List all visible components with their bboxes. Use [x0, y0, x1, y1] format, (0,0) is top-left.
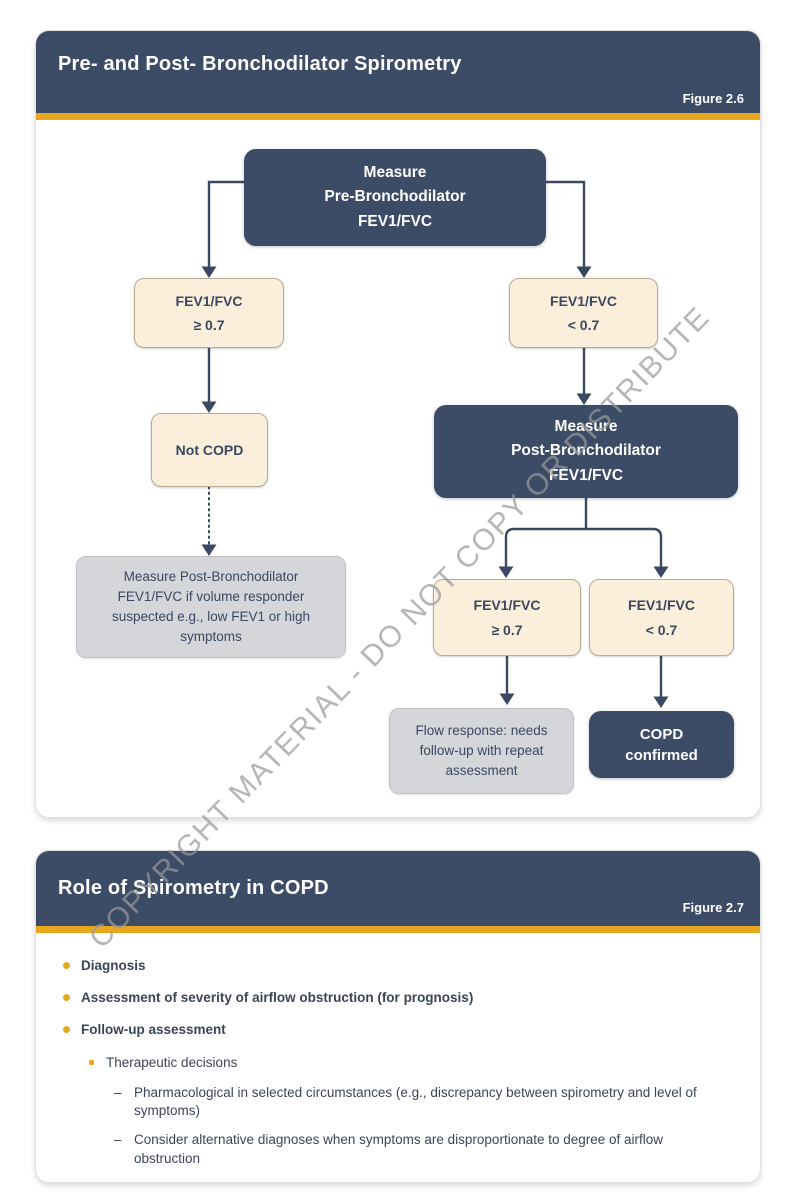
list-item-text: Consider alternative diagnoses when symp…	[134, 1132, 664, 1166]
node-volume-responder-note: Measure Post-Bronchodilator FEV1/FVC if …	[76, 556, 346, 658]
node-flow-response-note: Flow response: needs follow-up with repe…	[389, 708, 574, 794]
node-post-fev1-fvc-ge-0-7: FEV1/FVC ≥ 0.7	[433, 579, 581, 656]
figure-2-7-title: Role of Spirometry in COPD	[58, 877, 329, 899]
figure-2-6-header: Pre- and Post- Bronchodilator Spirometry…	[36, 31, 760, 113]
node-fev1-fvc-lt-0-7: FEV1/FVC < 0.7	[509, 278, 658, 348]
list-item-text: Assessment of severity of airflow obstru…	[81, 990, 474, 1006]
bullet-icon	[63, 994, 70, 1002]
node-not-copd: Not COPD	[151, 413, 268, 487]
bullet-icon	[89, 1059, 94, 1065]
list-item-text: Pharmacological in selected circumstance…	[134, 1084, 697, 1119]
gold-accent-bar	[36, 113, 760, 120]
list-item: Diagnosis	[36, 957, 732, 975]
list-item-text: Therapeutic decisions	[106, 1054, 238, 1070]
list-item: Non-pharmacological (e.g., interventiona…	[36, 1179, 732, 1182]
list-item-text: Follow-up assessment	[81, 1022, 226, 1038]
figure-2-7-label: Figure 2.7	[682, 900, 744, 915]
list-item: Assessment of severity of airflow obstru…	[36, 989, 732, 1007]
bullet-icon	[63, 1026, 70, 1034]
gold-accent-bar	[36, 926, 760, 933]
figure-2-6-label: Figure 2.6	[682, 91, 744, 106]
figure-2-6-title: Pre- and Post- Bronchodilator Spirometry	[58, 53, 462, 75]
node-measure-pre-bronchodilator: Measure Pre-Bronchodilator FEV1/FVC	[244, 149, 546, 246]
list-item-text: Diagnosis	[81, 958, 146, 973]
dash-bullet-icon	[114, 1084, 122, 1102]
list-item: Pharmacological in selected circumstance…	[36, 1084, 732, 1120]
dash-bullet-icon	[114, 1131, 122, 1149]
list-item: Therapeutic decisions	[36, 1054, 732, 1072]
node-copd-confirmed: COPD confirmed	[589, 711, 734, 778]
node-measure-post-bronchodilator: Measure Post-Bronchodilator FEV1/FVC	[434, 405, 738, 498]
figure-2-6-panel: Pre- and Post- Bronchodilator Spirometry…	[35, 30, 761, 818]
list-item-text: Non-pharmacological (e.g., interventiona…	[134, 1180, 456, 1182]
list-item: Follow-up assessment	[36, 1021, 732, 1039]
dash-bullet-icon	[114, 1179, 122, 1182]
role-of-spirometry-list: Diagnosis Assessment of severity of airf…	[36, 933, 760, 1182]
bullet-icon	[63, 962, 70, 969]
node-post-fev1-fvc-lt-0-7: FEV1/FVC < 0.7	[589, 579, 734, 656]
node-fev1-fvc-ge-0-7: FEV1/FVC ≥ 0.7	[134, 278, 284, 348]
figure-2-7-header: Role of Spirometry in COPD Figure 2.7	[36, 851, 760, 926]
spirometry-flowchart: Measure Pre-Bronchodilator FEV1/FVC FEV1…	[36, 120, 760, 817]
list-item: Consider alternative diagnoses when symp…	[36, 1131, 732, 1167]
figure-2-7-panel: Role of Spirometry in COPD Figure 2.7 Di…	[35, 850, 761, 1183]
flow-connectors	[201, 180, 669, 708]
